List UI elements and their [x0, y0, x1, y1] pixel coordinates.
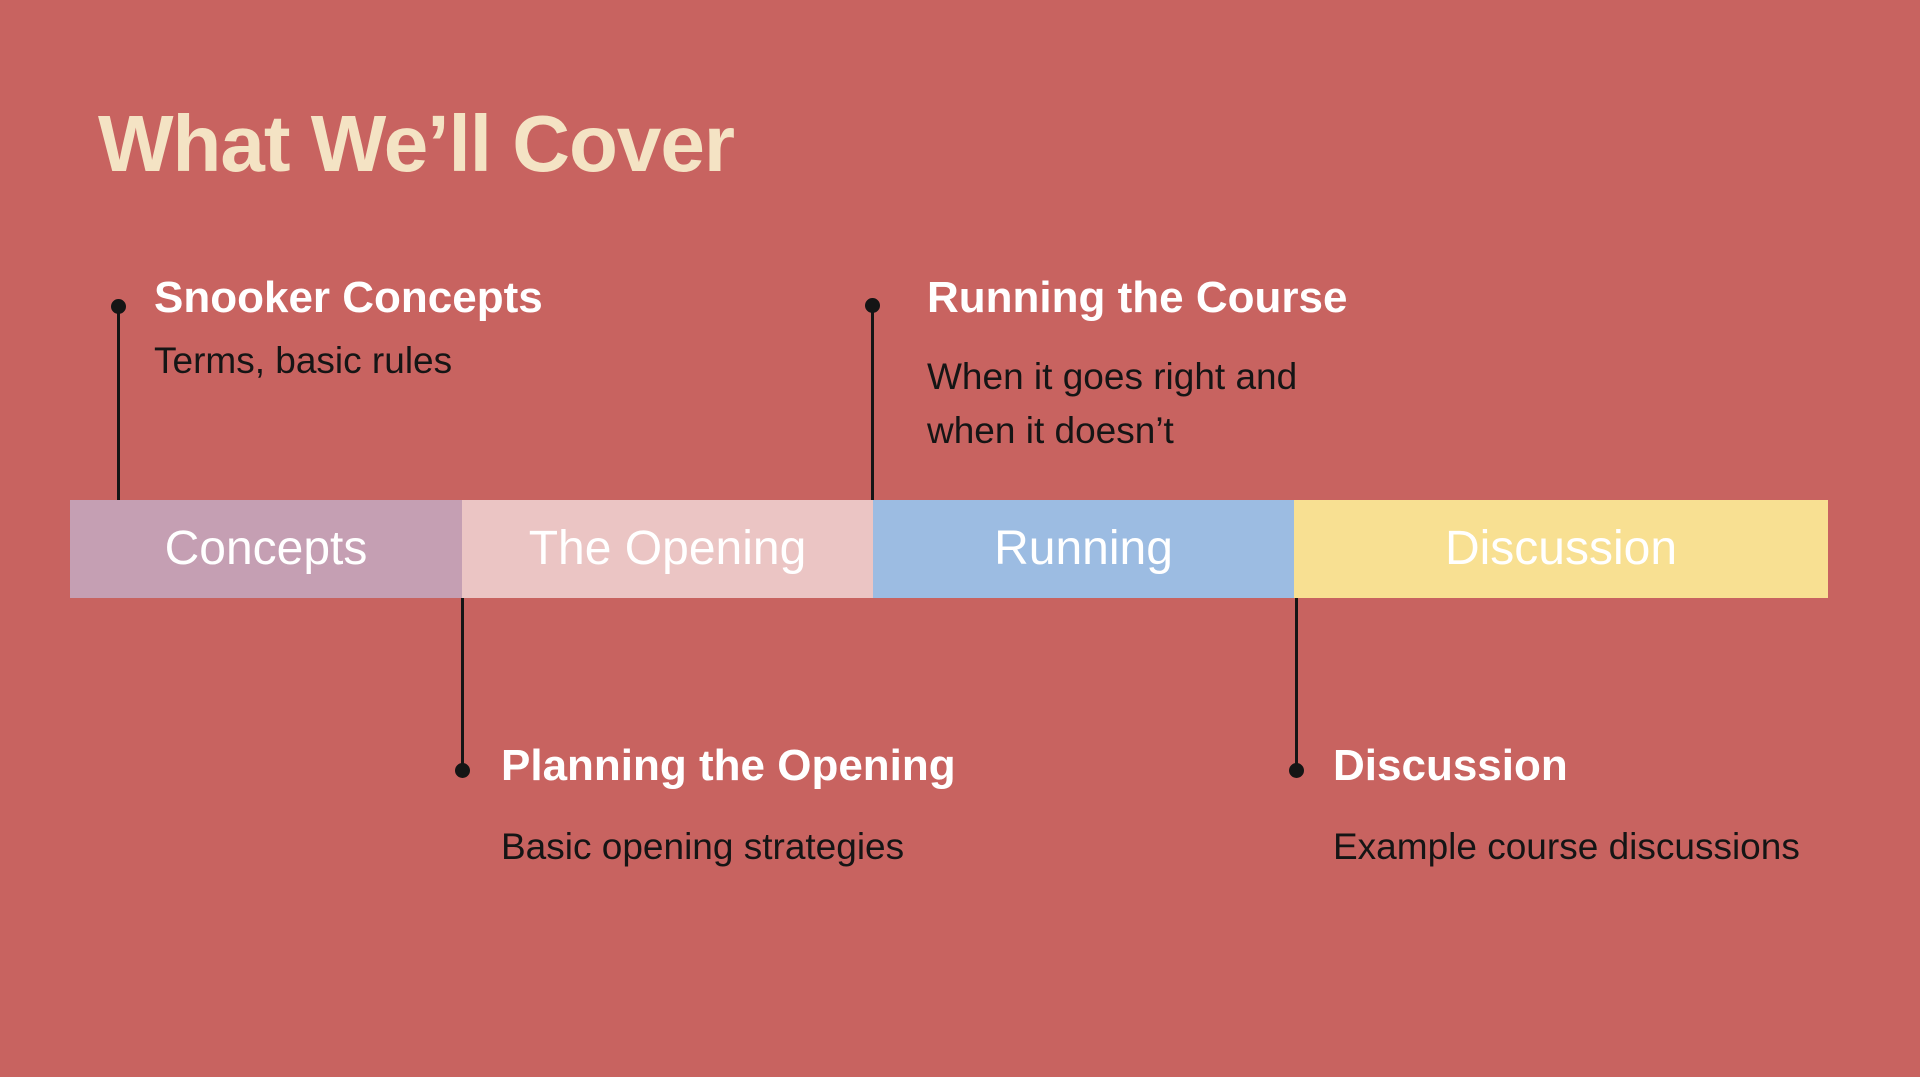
callout-description-discussion: Example course discussions — [1333, 826, 1800, 867]
connector-line-snooker-concepts — [117, 306, 120, 500]
connector-dot-discussion — [1289, 763, 1304, 778]
callout-title-snooker-concepts: Snooker Concepts — [154, 273, 543, 322]
connector-line-planning-the-opening — [461, 598, 464, 770]
callout-title-discussion: Discussion — [1333, 741, 1568, 790]
timeline-segment-discussion: Discussion — [1294, 500, 1828, 598]
timeline-bar: Concepts The Opening Running Discussion — [70, 500, 1828, 598]
timeline-segment-label: Discussion — [1444, 522, 1678, 575]
callout-description-planning-the-opening: Basic opening strategies — [501, 826, 905, 867]
timeline-segment-label: Concepts — [164, 522, 368, 575]
callout-description-running-the-course: When it goes right and when it doesn’t — [927, 356, 1298, 451]
callout-description-snooker-concepts: Terms, basic rules — [154, 340, 453, 381]
timeline-segment-concepts: Concepts — [70, 500, 462, 598]
timeline-segment-label: Running — [994, 522, 1173, 575]
callout-title-planning-the-opening: Planning the Opening — [501, 741, 956, 790]
timeline-segment-the-opening: The Opening — [462, 500, 873, 598]
connector-line-discussion — [1295, 598, 1298, 770]
connector-line-running-the-course — [871, 305, 874, 500]
connector-dot-running-the-course — [865, 298, 880, 313]
slide-title: What We’ll Cover — [98, 99, 735, 188]
connector-dot-planning-the-opening — [455, 763, 470, 778]
timeline-segment-label: The Opening — [528, 522, 807, 575]
callout-title-running-the-course: Running the Course — [927, 273, 1348, 322]
timeline-segment-running: Running — [873, 500, 1294, 598]
connector-dot-snooker-concepts — [111, 299, 126, 314]
